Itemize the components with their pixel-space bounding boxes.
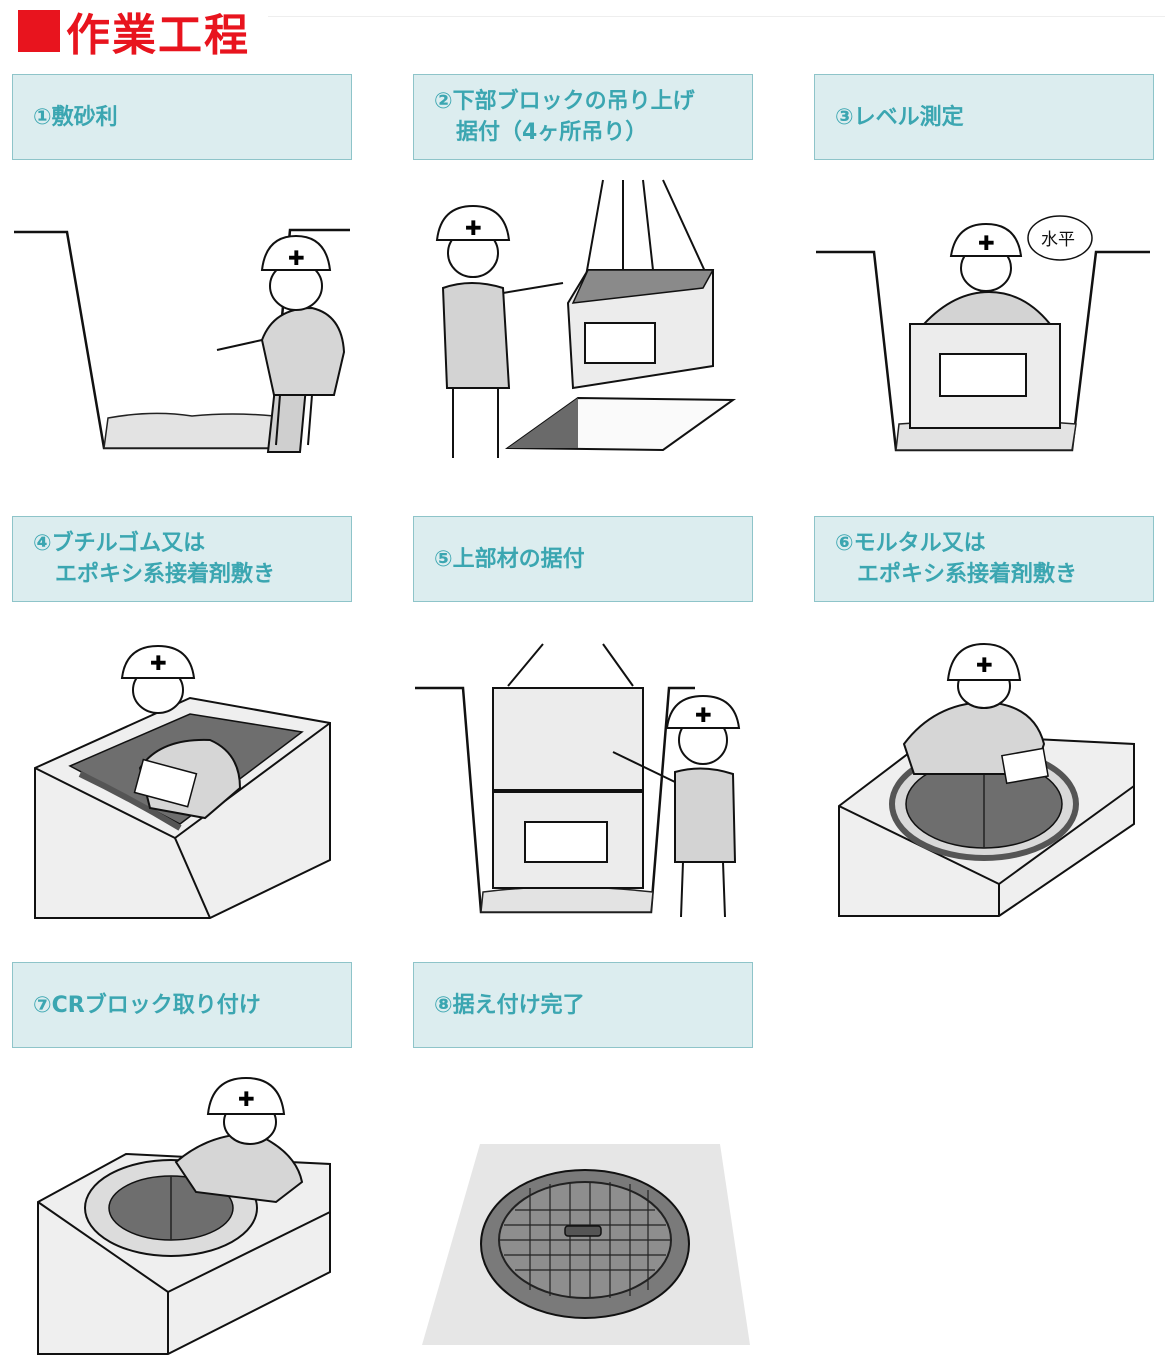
svg-text:✚: ✚ [695,703,712,727]
page-title: 作業工程 [18,4,250,61]
step-4-label: ④ブチルゴム又は エポキシ系接着剤敷き [12,516,352,602]
step-7-label-text: ⑦CRブロック取り付け [33,992,261,1018]
step-8-label-text: ⑧据え付け完了 [434,992,585,1018]
step-2-illustration: ✚ [413,178,743,478]
step-8-illustration [420,1140,750,1350]
svg-text:✚: ✚ [976,653,993,677]
page-title-text: 作業工程 [66,10,250,61]
svg-text:✚: ✚ [978,231,995,255]
step-1-illustration: ✚ [12,190,362,480]
step-3-label: ③レベル測定 [814,74,1154,160]
step-4-label-text: ④ブチルゴム又は エポキシ系接着剤敷き [33,531,276,587]
step-7-label: ⑦CRブロック取り付け [12,962,352,1048]
step-5-label-text: ⑤上部材の据付 [434,546,585,572]
step-3-illustration: ✚ 水平 [814,212,1164,482]
top-divider [268,16,1165,17]
step-5-label: ⑤上部材の据付 [413,516,753,602]
step-5-illustration: ✚ [413,642,743,932]
svg-text:✚: ✚ [288,246,305,270]
red-square-icon [18,10,60,52]
step-1-label: ①敷砂利 [12,74,352,160]
svg-text:✚: ✚ [465,216,482,240]
svg-text:✚: ✚ [238,1087,255,1111]
step-1-label-text: ①敷砂利 [33,104,118,130]
speech-bubble-text: 水平 [1041,230,1075,250]
svg-text:✚: ✚ [150,651,167,675]
step-6-illustration: ✚ [834,634,1144,920]
step-2-label: ②下部ブロックの吊り上げ 据付（4ヶ所吊り） [413,74,753,160]
step-6-label: ⑥モルタル又は エポキシ系接着剤敷き [814,516,1154,602]
step-3-label-text: ③レベル測定 [835,104,964,130]
step-6-label-text: ⑥モルタル又は エポキシ系接着剤敷き [835,531,1078,587]
step-8-label: ⑧据え付け完了 [413,962,753,1048]
step-4-illustration: ✚ [30,628,340,920]
step-2-label-text: ②下部ブロックの吊り上げ 据付（4ヶ所吊り） [434,89,695,145]
step-7-illustration: ✚ [36,1072,336,1358]
